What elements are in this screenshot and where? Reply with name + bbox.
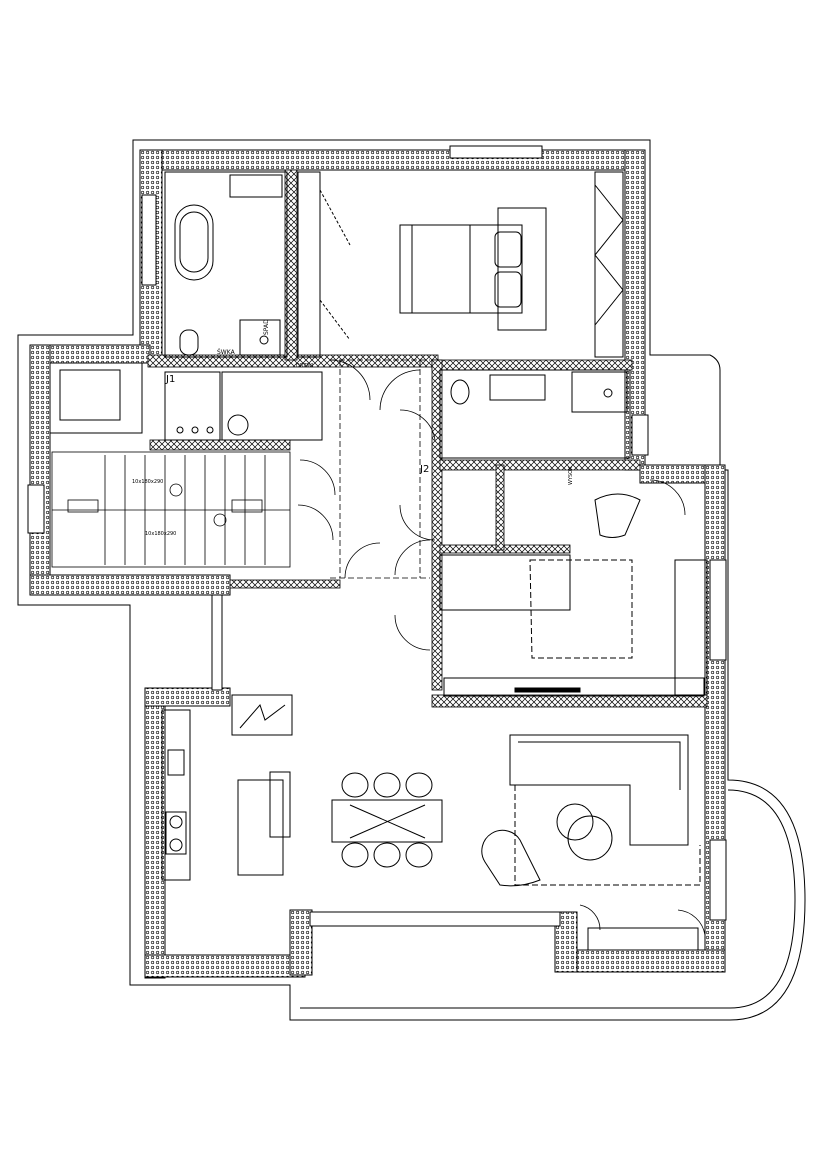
- bedroom: [399, 171, 624, 358]
- kitchen: [161, 694, 293, 881]
- closet-1: [297, 171, 351, 358]
- interior-walls: [147, 169, 708, 708]
- wysok-label: WYSOK: [568, 466, 574, 485]
- doors: [297, 359, 706, 936]
- j2-label: J2: [419, 464, 429, 475]
- sliwka-label: ŚWKA: [217, 349, 236, 356]
- windows: [27, 145, 727, 927]
- spad-label: SPAD: [263, 319, 270, 335]
- stair-top-label: 10x180x290: [132, 479, 163, 485]
- stair-bottom-label: 10x180x290: [145, 531, 176, 537]
- j1-label: J1: [165, 374, 175, 385]
- drzwi-label: DRZWI: [296, 363, 313, 369]
- bathroom-2: [439, 369, 631, 459]
- corridor: [330, 359, 430, 579]
- exterior-walls: [29, 149, 726, 979]
- staircase: [51, 451, 291, 568]
- technical-room: [49, 362, 323, 441]
- outer-outline: [17, 139, 806, 1021]
- living-room: [481, 734, 701, 951]
- dining: [331, 772, 443, 868]
- office: [439, 493, 708, 697]
- bathroom-1: [164, 171, 288, 358]
